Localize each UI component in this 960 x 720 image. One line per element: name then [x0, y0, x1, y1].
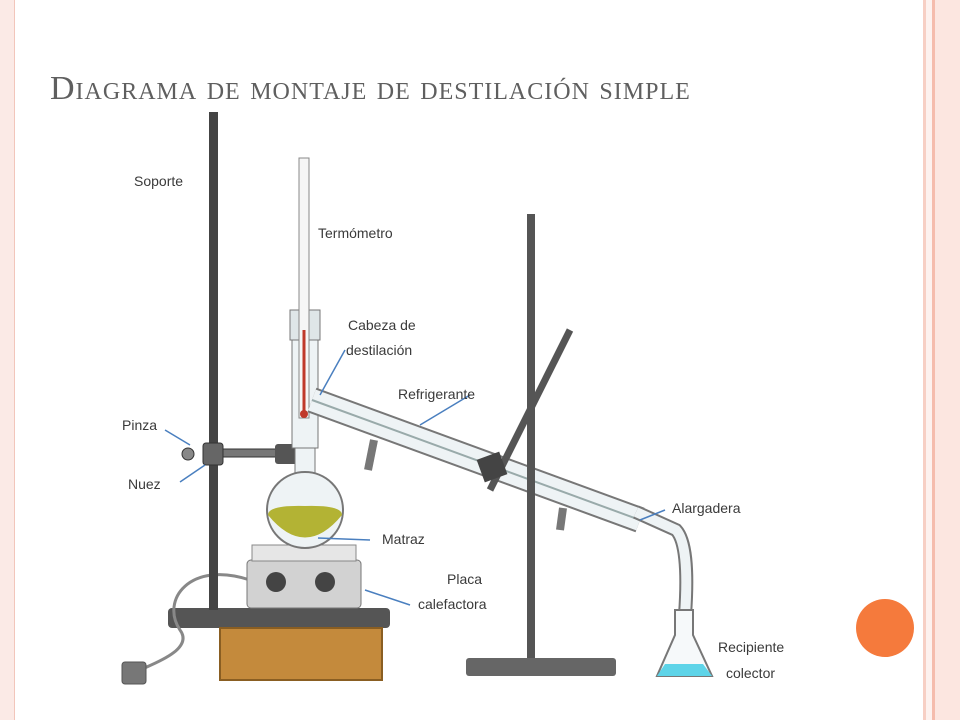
label-termometro: Termómetro [318, 225, 393, 241]
receiving-flask [655, 609, 714, 677]
label-nuez: Nuez [128, 476, 161, 492]
right-clamp [476, 328, 574, 492]
condenser [307, 387, 645, 533]
heating-plate [246, 544, 362, 609]
label-alargadera: Alargadera [672, 500, 741, 516]
right-frame-border [920, 0, 960, 720]
right-support-rod [466, 214, 616, 676]
left-frame-border [0, 0, 15, 720]
clamp-assembly [181, 442, 305, 466]
label-pinza: Pinza [122, 417, 157, 433]
label-placa-line1: Placa [447, 571, 482, 587]
left-support-rod [209, 112, 218, 610]
decorative-orange-circle [856, 599, 914, 657]
label-recipiente-line1: Recipiente [718, 639, 784, 655]
label-refrigerante: Refrigerante [398, 386, 475, 402]
label-placa-line2: calefactora [418, 596, 487, 612]
power-cable [121, 573, 251, 685]
label-recipiente-line2: colector [726, 665, 775, 681]
wood-block [219, 627, 383, 681]
label-pointers [164, 349, 666, 606]
thermometer [298, 157, 310, 419]
label-soporte: Soporte [134, 173, 183, 189]
slide-title: Diagrama de montaje de destilación simpl… [50, 70, 691, 107]
label-cabeza-line1: Cabeza de [348, 317, 416, 333]
left-base [168, 608, 390, 628]
round-bottom-flask [266, 444, 344, 549]
adapter [633, 505, 694, 616]
label-matraz: Matraz [382, 531, 425, 547]
label-cabeza-line2: destilación [346, 342, 412, 358]
